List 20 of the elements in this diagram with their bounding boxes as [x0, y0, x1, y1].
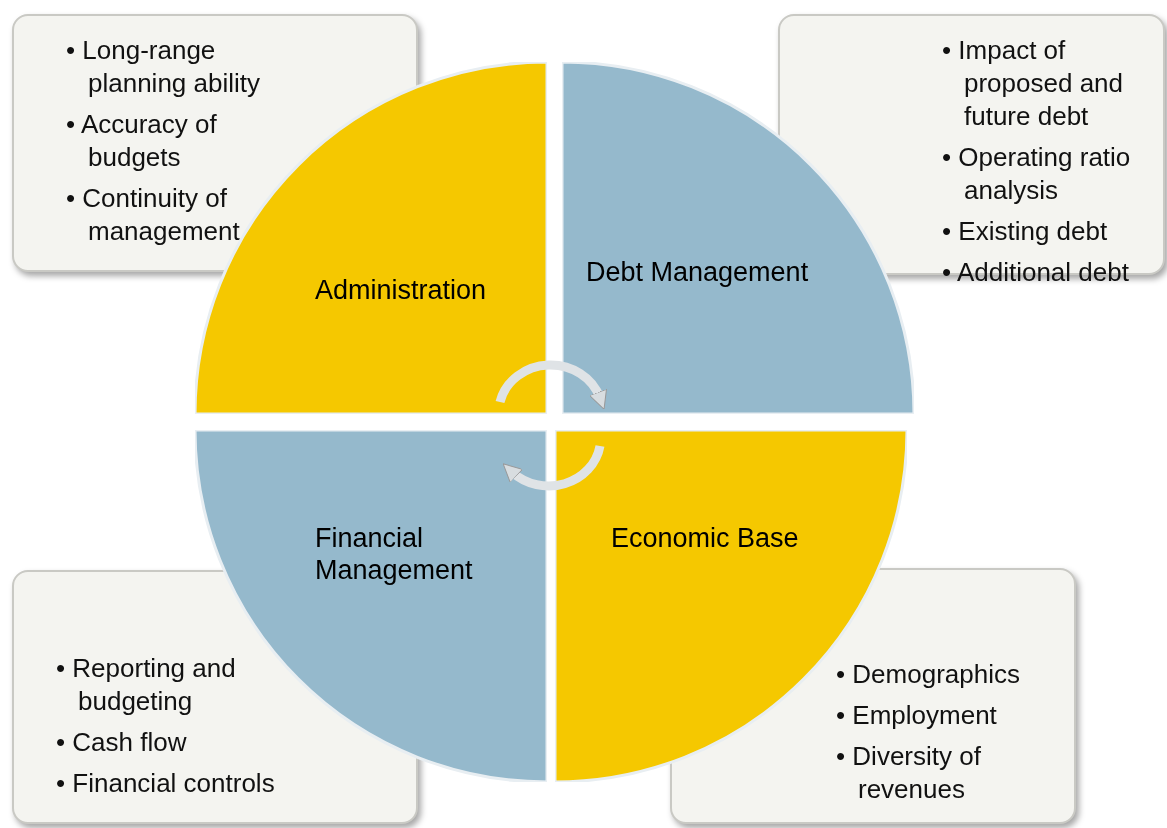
bullet-text: • Cash flow: [56, 726, 188, 759]
quadrant-title: Economic Base: [611, 522, 800, 554]
curved-arrow: [495, 360, 607, 410]
bullet-text: • Diversity of revenues: [836, 740, 982, 806]
quadrant-title: Financial Management: [315, 522, 474, 586]
bullet-text: • Existing debt: [942, 215, 1109, 248]
curved-arrow: [502, 444, 605, 491]
quadrant-title: Debt Management: [586, 256, 810, 288]
bullet-text: • Financial controls: [56, 767, 276, 800]
bullet-text: • Reporting and budgeting: [56, 652, 237, 718]
bullet-text: • Impact of proposed and future debt: [942, 34, 1125, 133]
bullet-text: • Demographics: [836, 658, 1021, 691]
bullet-text: • Accuracy of budgets: [66, 108, 218, 174]
bullet-text: • Employment: [836, 699, 998, 732]
bullet-text: • Long-range planning ability: [66, 34, 261, 100]
bullet-text: • Continuity of management: [66, 182, 241, 248]
quadrant: [562, 62, 914, 414]
bullet-text: • Operating ratio analysis: [942, 141, 1132, 207]
bullet-text: • Additional debt: [942, 256, 1130, 289]
quadrant-title: Administration: [315, 274, 488, 306]
